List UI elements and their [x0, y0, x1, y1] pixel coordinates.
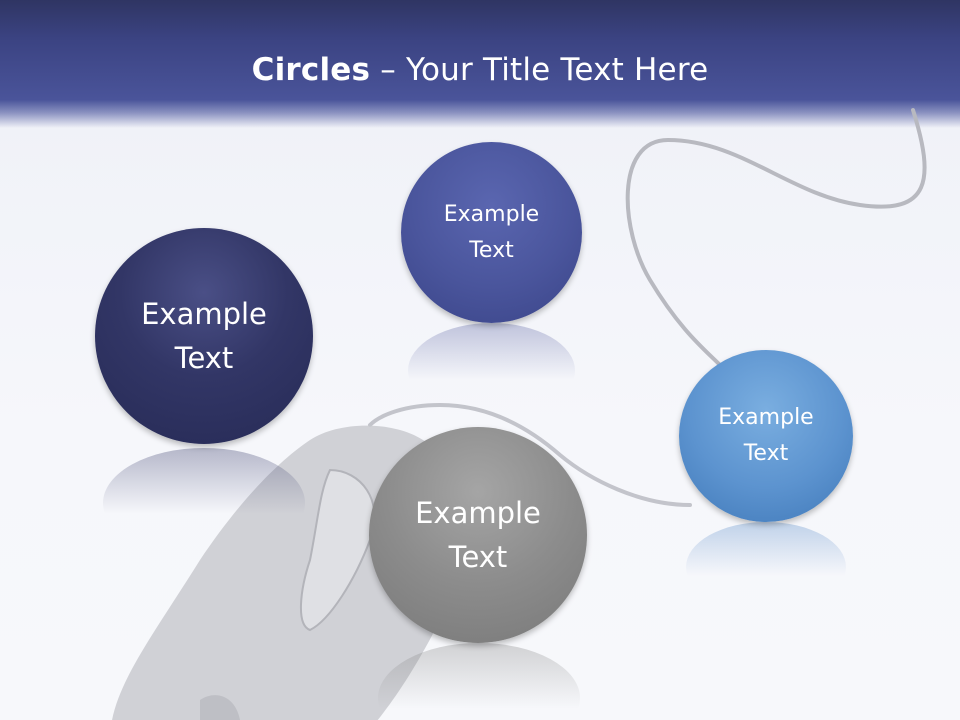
title-bar	[0, 0, 960, 128]
circle-text-line1: Example	[141, 297, 267, 331]
circle-reflection	[686, 522, 846, 612]
slide-title: Circles – Your Title Text Here	[0, 52, 960, 88]
title-rest: – Your Title Text Here	[370, 52, 709, 88]
mouse-cable-lower	[368, 402, 692, 507]
mouse-cable-upper	[625, 108, 927, 367]
circle-reflection	[103, 448, 305, 558]
circle-text-line2: Text	[174, 341, 234, 375]
circle-text-line1: Example	[415, 496, 541, 530]
circle-text-line2: Text	[448, 540, 508, 574]
circle-reflection	[408, 323, 575, 418]
circle-text-line1: Example	[718, 405, 814, 430]
circle-text-line2: Text	[743, 441, 789, 466]
title-bold: Circles	[251, 52, 371, 88]
circle-text-line1: Example	[443, 201, 540, 227]
circle-text-line2: Text	[469, 237, 514, 263]
mouse-shadow	[200, 695, 240, 720]
